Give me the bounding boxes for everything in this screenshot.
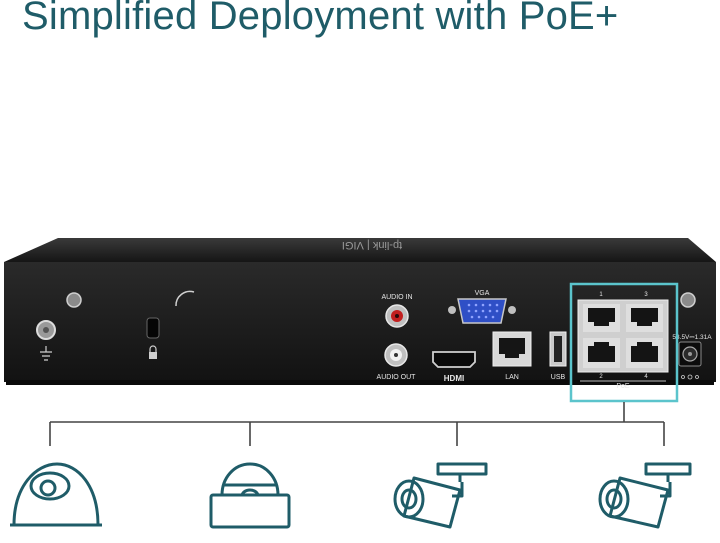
poe-label: PoE: [616, 383, 630, 390]
poe-highlight-box: [569, 282, 679, 403]
power-polarity-icon: [681, 374, 699, 380]
poe-port-2-label: 2: [599, 374, 603, 380]
screw-icon: [66, 292, 82, 308]
connection-lines: [49, 402, 665, 446]
nvr-top-panel: [4, 238, 716, 262]
vga-pins: [467, 303, 499, 319]
nvr-bottom-edge: [6, 380, 714, 385]
screw-icon: [508, 306, 516, 314]
hdmi-port: [432, 351, 476, 368]
lock-icon: [149, 352, 157, 359]
bullet-camera-icon: [393, 462, 488, 529]
audio-out-jack-hole: [394, 353, 398, 357]
bullet-camera-icon: [598, 462, 692, 529]
poe-port-2: [583, 338, 620, 368]
audio-in-jack-hole: [395, 314, 399, 318]
audio-out-label: AUDIO OUT: [377, 374, 417, 381]
poe-port-group: 1 3 2 4 PoE: [577, 292, 669, 390]
power-rating-label: 53.5V⎓1.31A: [672, 334, 712, 341]
power-jack-pin: [688, 352, 692, 356]
dome-camera-icon: [209, 462, 291, 529]
panel-arc-mark: [175, 290, 195, 307]
poe-port-4: [626, 338, 663, 368]
kensington-lock-slot: [146, 317, 160, 339]
poe-port-3-label: 3: [644, 292, 648, 298]
screw-icon: [680, 292, 696, 308]
headline: Simplified Deployment with PoE+: [22, 0, 619, 38]
hdmi-label: HDMI: [444, 374, 464, 383]
audio-in-label: AUDIO IN: [381, 294, 412, 301]
ground-symbol-icon: [40, 346, 52, 361]
vga-label: VGA: [475, 290, 490, 297]
usb-port-opening: [554, 336, 562, 362]
lan-port-opening: [499, 338, 525, 358]
screw-icon: [448, 306, 456, 314]
poe-port-1-label: 1: [599, 292, 603, 298]
ground-terminal-center: [43, 327, 49, 333]
poe-port-3: [626, 304, 663, 332]
nvr-device: tp-link | VIGI AUDIO IN AUDIO OUT VGA: [4, 238, 716, 390]
usb-label: USB: [551, 374, 566, 381]
turret-camera-icon: [10, 462, 102, 527]
poe-port-4-label: 4: [644, 374, 648, 380]
poe-port-1: [583, 304, 620, 332]
lock-icon-shackle: [149, 345, 157, 352]
brand-logo-text: tp-link | VIGI: [342, 239, 402, 251]
lan-label: LAN: [505, 374, 519, 381]
